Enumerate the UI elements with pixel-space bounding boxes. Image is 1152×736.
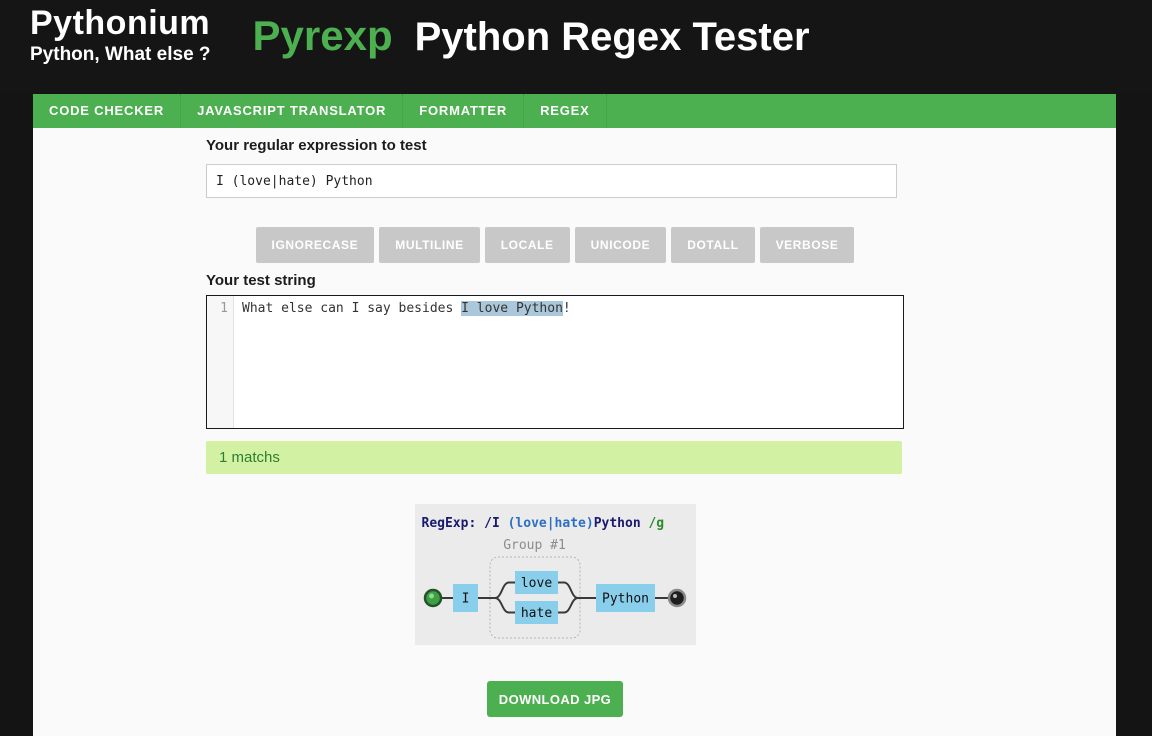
- branch-node-hate-label: hate: [520, 606, 551, 621]
- site-logo[interactable]: Pythonium Python, What else ?: [30, 3, 211, 94]
- editor-line-number-gutter: 1: [207, 296, 234, 428]
- nav-item-javascript-translator[interactable]: JAVASCRIPT TRANSLATOR: [181, 94, 404, 128]
- logo-title[interactable]: Pythonium: [30, 4, 211, 42]
- app-title-row: Pyrexp Python Regex Tester: [253, 12, 810, 94]
- literal-node-I-label: I: [461, 592, 469, 607]
- test-text-before: What else can I say besides: [242, 301, 462, 316]
- flag-button-locale[interactable]: LOCALE: [484, 227, 570, 263]
- match-count-banner: 1 matchs: [206, 441, 902, 474]
- page-title: Python Regex Tester: [414, 15, 810, 59]
- group-dashed-box: [489, 556, 580, 639]
- nav-item-formatter[interactable]: FORMATTER: [403, 94, 525, 128]
- flag-button-unicode[interactable]: UNICODE: [574, 227, 667, 263]
- end-node-glint-icon: [672, 594, 677, 598]
- main-content: Your regular expression to test IGNORECA…: [33, 128, 1116, 736]
- nav-item-regex[interactable]: REGEX: [524, 94, 607, 128]
- group-label: Group #1: [503, 538, 566, 553]
- regex-input-label: Your regular expression to test: [206, 137, 427, 154]
- brand-name: Pyrexp: [252, 12, 393, 59]
- regexp-title-literal: Python: [593, 516, 641, 531]
- regex-input[interactable]: [206, 164, 897, 198]
- test-string-editor[interactable]: 1 What else can I say besides I love Pyt…: [206, 295, 904, 429]
- branch-node-hate: [514, 601, 558, 624]
- line-number: 1: [220, 301, 228, 316]
- regex-railroad-diagram: RegExp: /I (love|hate)Python /g Group #1…: [414, 504, 696, 645]
- start-node-glint-icon: [428, 593, 434, 599]
- regexp-title-flags: /g: [640, 516, 665, 531]
- test-string-label: Your test string: [206, 272, 316, 289]
- test-text-after: !: [562, 301, 571, 316]
- branch-node-love: [514, 571, 558, 594]
- flag-button-dotall[interactable]: DOTALL: [671, 227, 755, 263]
- regexp-title-group: (love|hate): [507, 516, 594, 531]
- match-highlight: I love Python: [461, 301, 563, 316]
- literal-node-python: [595, 584, 655, 612]
- download-jpg-button[interactable]: DOWNLOAD JPG: [487, 681, 623, 717]
- literal-node-I: [452, 584, 478, 612]
- flag-button-multiline[interactable]: MULTILINE: [379, 227, 480, 263]
- main-nav: CODE CHECKER JAVASCRIPT TRANSLATOR FORMA…: [33, 94, 1116, 128]
- site-header: Pythonium Python, What else ? Pyrexp Pyt…: [0, 0, 1152, 94]
- regexp-title-prefix: RegExp: /I: [421, 516, 508, 531]
- literal-node-python-label: Python: [602, 592, 649, 607]
- flag-buttons-row: IGNORECASE MULTILINE LOCALE UNICODE DOTA…: [206, 227, 904, 263]
- branch-node-love-label: love: [520, 576, 551, 591]
- logo-tagline: Python, What else ?: [30, 44, 211, 65]
- end-node-icon: [667, 588, 686, 608]
- nav-item-code-checker[interactable]: CODE CHECKER: [33, 94, 182, 128]
- railroad-svg: I love hate Python: [423, 556, 686, 639]
- flag-button-verbose[interactable]: VERBOSE: [759, 227, 855, 263]
- editor-text-area[interactable]: What else can I say besides I love Pytho…: [234, 296, 571, 428]
- flag-button-ignorecase[interactable]: IGNORECASE: [255, 227, 375, 263]
- diagram-regexp-title: RegExp: /I (love|hate)Python /g: [422, 516, 696, 531]
